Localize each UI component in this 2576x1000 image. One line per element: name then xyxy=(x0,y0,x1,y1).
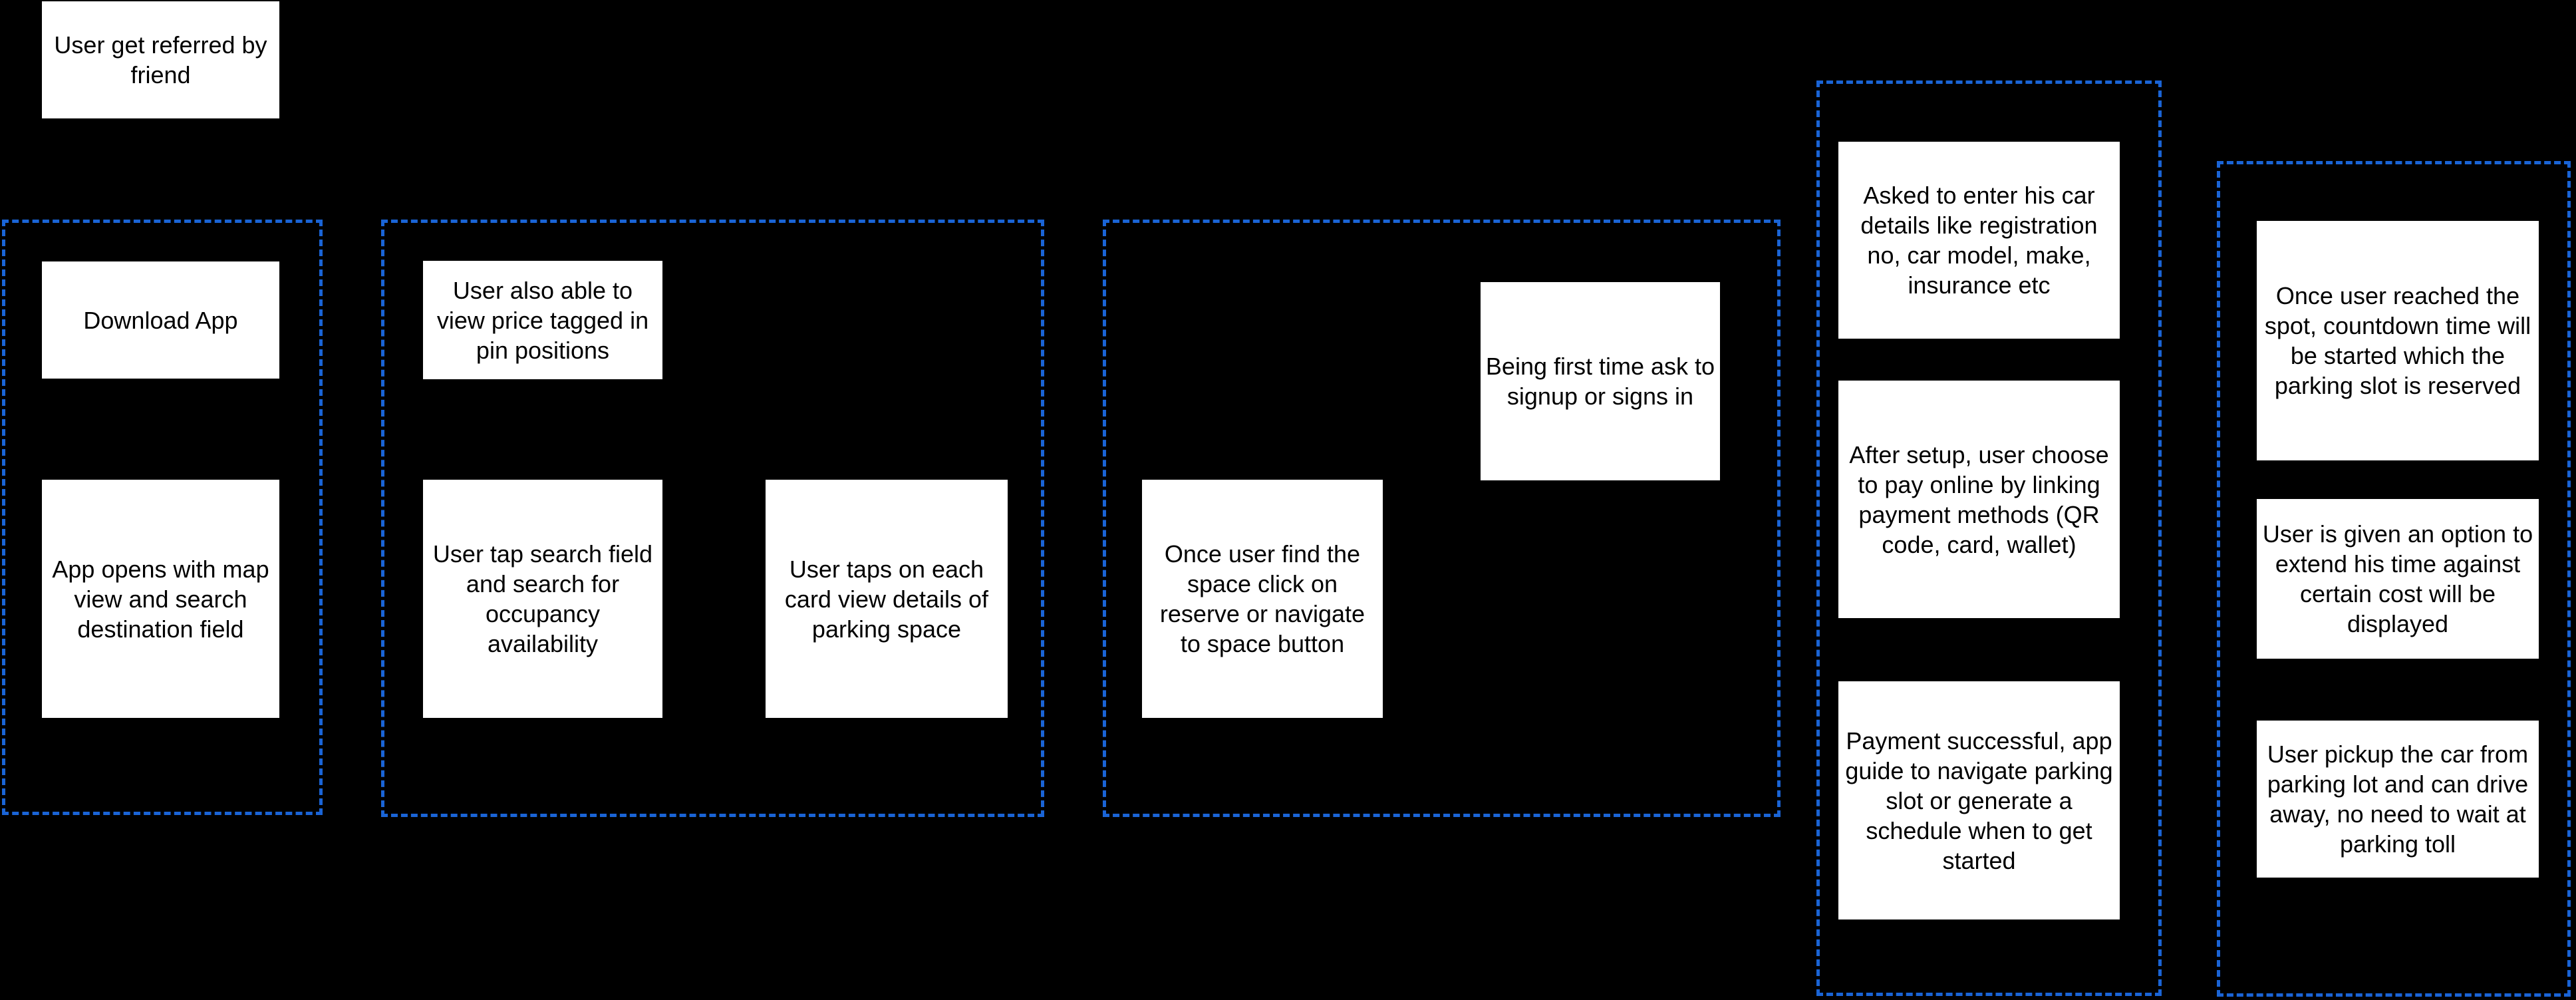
group-parking-session[interactable] xyxy=(2217,161,2571,997)
group-setup-and-payment[interactable] xyxy=(1816,81,2162,996)
node-payment-successful-label: Payment successful, app guide to navigat… xyxy=(1845,727,2113,874)
node-first-time-signup-label: Being first time ask to signup or signs … xyxy=(1485,353,1715,410)
node-view-price-pins[interactable]: User also able to view price tagged in p… xyxy=(423,261,662,379)
group-search-parking[interactable] xyxy=(381,220,1044,817)
node-find-space-reserve-label: Once user find the space click on reserv… xyxy=(1159,540,1365,657)
group-onboarding[interactable] xyxy=(2,220,323,815)
node-setup-pay-online-label: After setup, user choose to pay online b… xyxy=(1849,440,2109,558)
node-extend-time-option[interactable]: User is given an option to extend his ti… xyxy=(2257,499,2539,659)
node-pickup-car-drive-away-label: User pickup the car from parking lot and… xyxy=(2267,741,2529,858)
node-referred-by-friend-label: User get referred by friend xyxy=(54,31,267,88)
node-first-time-signup[interactable]: Being first time ask to signup or signs … xyxy=(1481,282,1720,480)
node-setup-pay-online[interactable]: After setup, user choose to pay online b… xyxy=(1838,381,2120,618)
node-enter-car-details-label: Asked to enter his car details like regi… xyxy=(1860,182,2098,299)
node-payment-successful[interactable]: Payment successful, app guide to navigat… xyxy=(1838,681,2120,919)
node-taps-card-details[interactable]: User taps on each card view details of p… xyxy=(766,480,1008,718)
node-tap-search-field-label: User tap search field and search for occ… xyxy=(432,540,653,657)
node-referred-by-friend[interactable]: User get referred by friend xyxy=(42,1,279,118)
node-taps-card-details-label: User taps on each card view details of p… xyxy=(784,555,989,643)
node-reached-spot-countdown[interactable]: Once user reached the spot, countdown ti… xyxy=(2257,221,2539,460)
node-view-price-pins-label: User also able to view price tagged in p… xyxy=(436,276,649,364)
node-extend-time-option-label: User is given an option to extend his ti… xyxy=(2262,520,2533,637)
node-pickup-car-drive-away[interactable]: User pickup the car from parking lot and… xyxy=(2257,721,2539,878)
node-app-opens-map-view[interactable]: App opens with map view and search desti… xyxy=(42,480,279,718)
group-reserve-space[interactable] xyxy=(1103,220,1781,817)
node-reached-spot-countdown-label: Once user reached the spot, countdown ti… xyxy=(2264,282,2531,399)
node-find-space-reserve[interactable]: Once user find the space click on reserv… xyxy=(1142,480,1383,718)
node-app-opens-map-view-label: App opens with map view and search desti… xyxy=(52,555,269,643)
node-download-app-label: Download App xyxy=(83,306,238,334)
node-enter-car-details[interactable]: Asked to enter his car details like regi… xyxy=(1838,142,2120,339)
node-tap-search-field[interactable]: User tap search field and search for occ… xyxy=(423,480,662,718)
node-download-app[interactable]: Download App xyxy=(42,261,279,379)
